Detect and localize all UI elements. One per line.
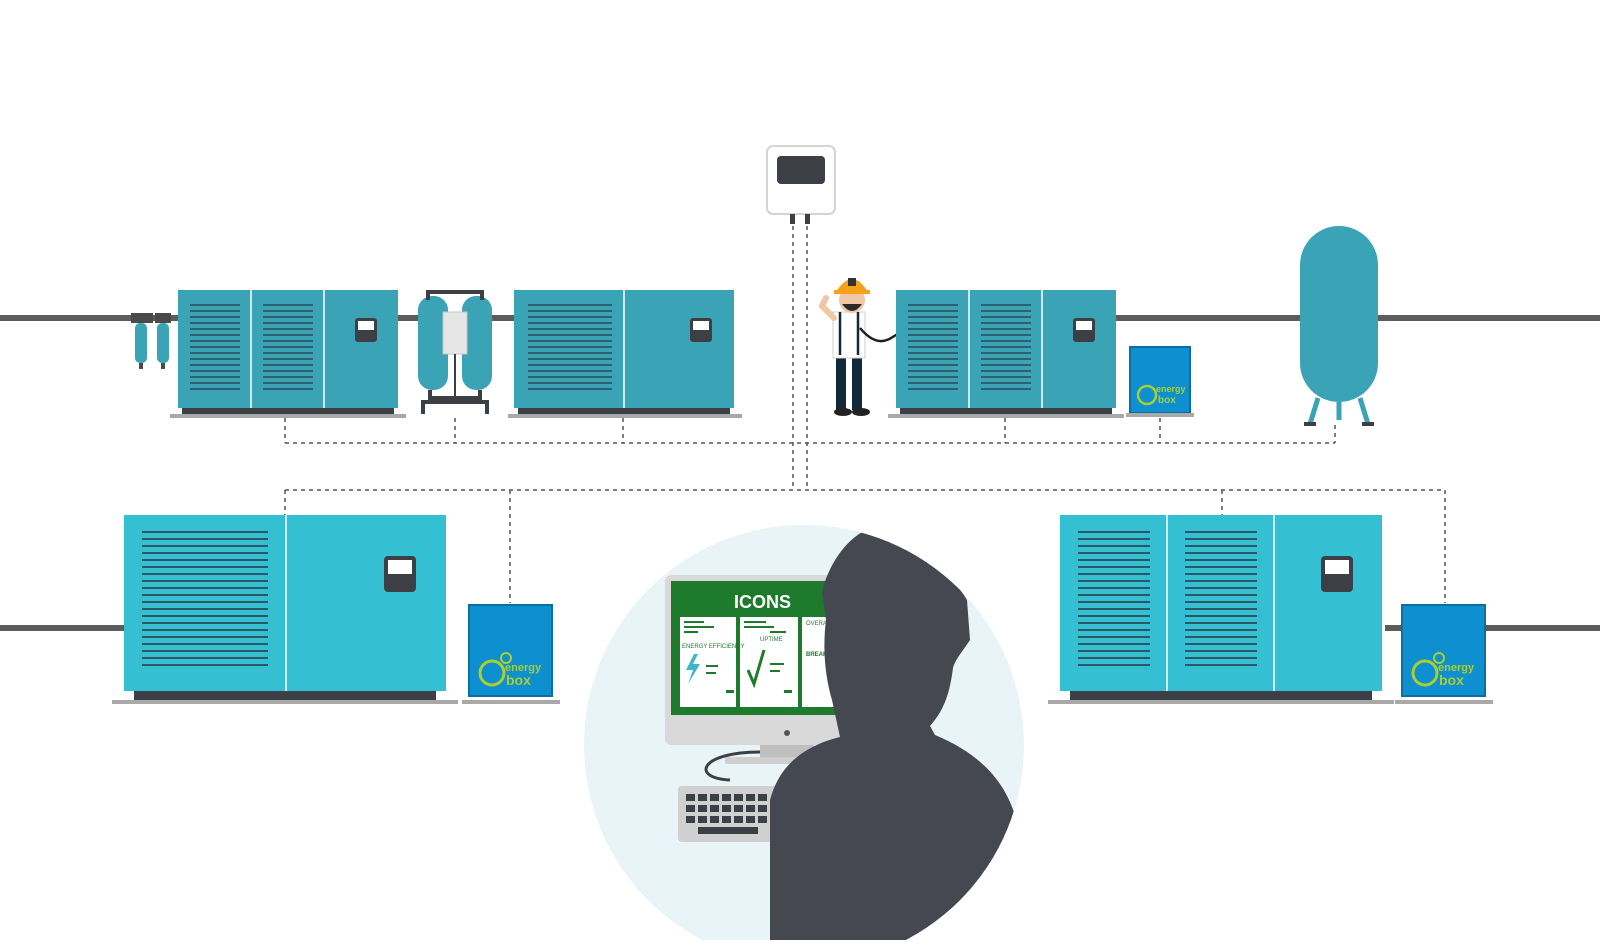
panel-label-energy-efficiency: ENERGY EFFICIENCY (682, 644, 745, 650)
energybox-label-line2: box (506, 672, 531, 688)
energybox-label-line2: box (1439, 672, 1464, 688)
air-dryer (418, 290, 492, 414)
network-lines (284, 218, 1446, 603)
dashboard-panel-uptime (740, 617, 798, 707)
inline-filters (131, 313, 171, 369)
energybox-logo-icon (478, 659, 506, 687)
keyboard-icon (678, 786, 786, 842)
energybox-label-line1: energy (505, 662, 542, 674)
energybox-bottom-right: energy box (1395, 604, 1493, 704)
compressor-top-1 (170, 290, 406, 418)
monitor-brand: ICONS (734, 592, 791, 612)
mouse-cable (704, 750, 761, 782)
compressor-bottom-left (112, 515, 458, 704)
operator-silhouette (770, 530, 1022, 945)
compressor-bottom-right (1048, 515, 1394, 704)
lightning-icon (686, 654, 700, 684)
energybox-label-line1: energy (1438, 662, 1475, 674)
panel-label-breakdown: BREAKDOW (806, 652, 842, 658)
energybox-logo-icon (1411, 659, 1439, 687)
energybox-label-line2: box (1158, 395, 1176, 406)
air-receiver-tank (1300, 226, 1378, 426)
panel-label-overall: OVERA (806, 621, 827, 627)
compressor-top-3 (888, 290, 1124, 418)
compressor-top-2 (508, 290, 742, 418)
energybox-logo-icon (1136, 384, 1158, 406)
energybox-label-line1: energy (1156, 384, 1186, 394)
energybox-bottom-left: energy box (462, 604, 560, 704)
panel-label-uptime: UPTIME (760, 637, 783, 643)
energybox-top: energy box (1126, 346, 1194, 417)
dashboard-panel-energy (680, 617, 736, 707)
checkmark-icon (746, 649, 766, 689)
gateway-device (766, 145, 836, 224)
